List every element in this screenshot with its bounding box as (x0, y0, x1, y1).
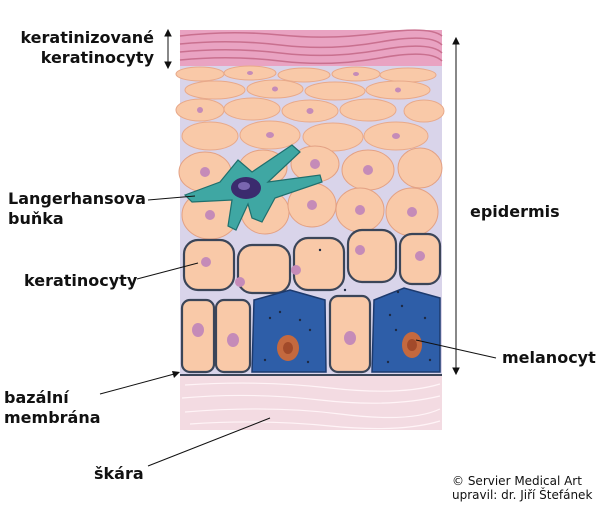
basal-membrane-leader (99, 372, 179, 395)
melanin-granules (263, 248, 432, 364)
langerhans-label: Langerhansova buňka (8, 189, 146, 229)
lower-nuclei (201, 245, 425, 287)
basal-membrane-arrowhead (172, 371, 180, 378)
dermis-leader (147, 417, 271, 467)
mid-nuclei (200, 159, 417, 220)
basal-nuclei (192, 323, 356, 347)
keratinized-layer (179, 29, 443, 66)
langerhans-cell (183, 144, 323, 231)
keratinized-label-line1: keratinizované (20, 28, 154, 47)
epidermis-label: epidermis (470, 202, 560, 221)
melanocyte-label: melanocyt (502, 348, 596, 367)
keratinocytes-label: keratinocyty (24, 271, 138, 290)
basal-membrane-label-line1: bazální (4, 388, 69, 407)
melanocyte-leader (415, 339, 497, 359)
langerhans-label-line1: Langerhansova (8, 189, 146, 208)
credit-line2: upravil: dr. Jiří Štefánek (452, 488, 593, 502)
basal-membrane-label-line2: membrána (4, 408, 101, 427)
dermis-fibers (181, 382, 441, 430)
keratinized-label: keratinizované keratinocyty (20, 28, 154, 68)
credit-block: © Servier Medical Art upravil: dr. Jiří … (452, 474, 592, 502)
basal-membrane-label: bazální membrána (4, 388, 101, 428)
upper-nuclei (197, 71, 401, 139)
spinous-layer-upper (175, 65, 445, 152)
keratinized-arrow (164, 28, 172, 70)
keratinized-label-line2: keratinocyty (40, 48, 154, 67)
keratinocyte-layer (182, 228, 442, 295)
keratinocytes-leader (136, 262, 199, 280)
credit-line1: © Servier Medical Art (452, 474, 582, 488)
langerhans-label-line2: buňka (8, 209, 64, 228)
melanocyte-cells (251, 287, 441, 373)
dermis-label: škára (94, 464, 144, 483)
langerhans-leader (147, 195, 196, 201)
epidermis-arrow (452, 36, 460, 376)
